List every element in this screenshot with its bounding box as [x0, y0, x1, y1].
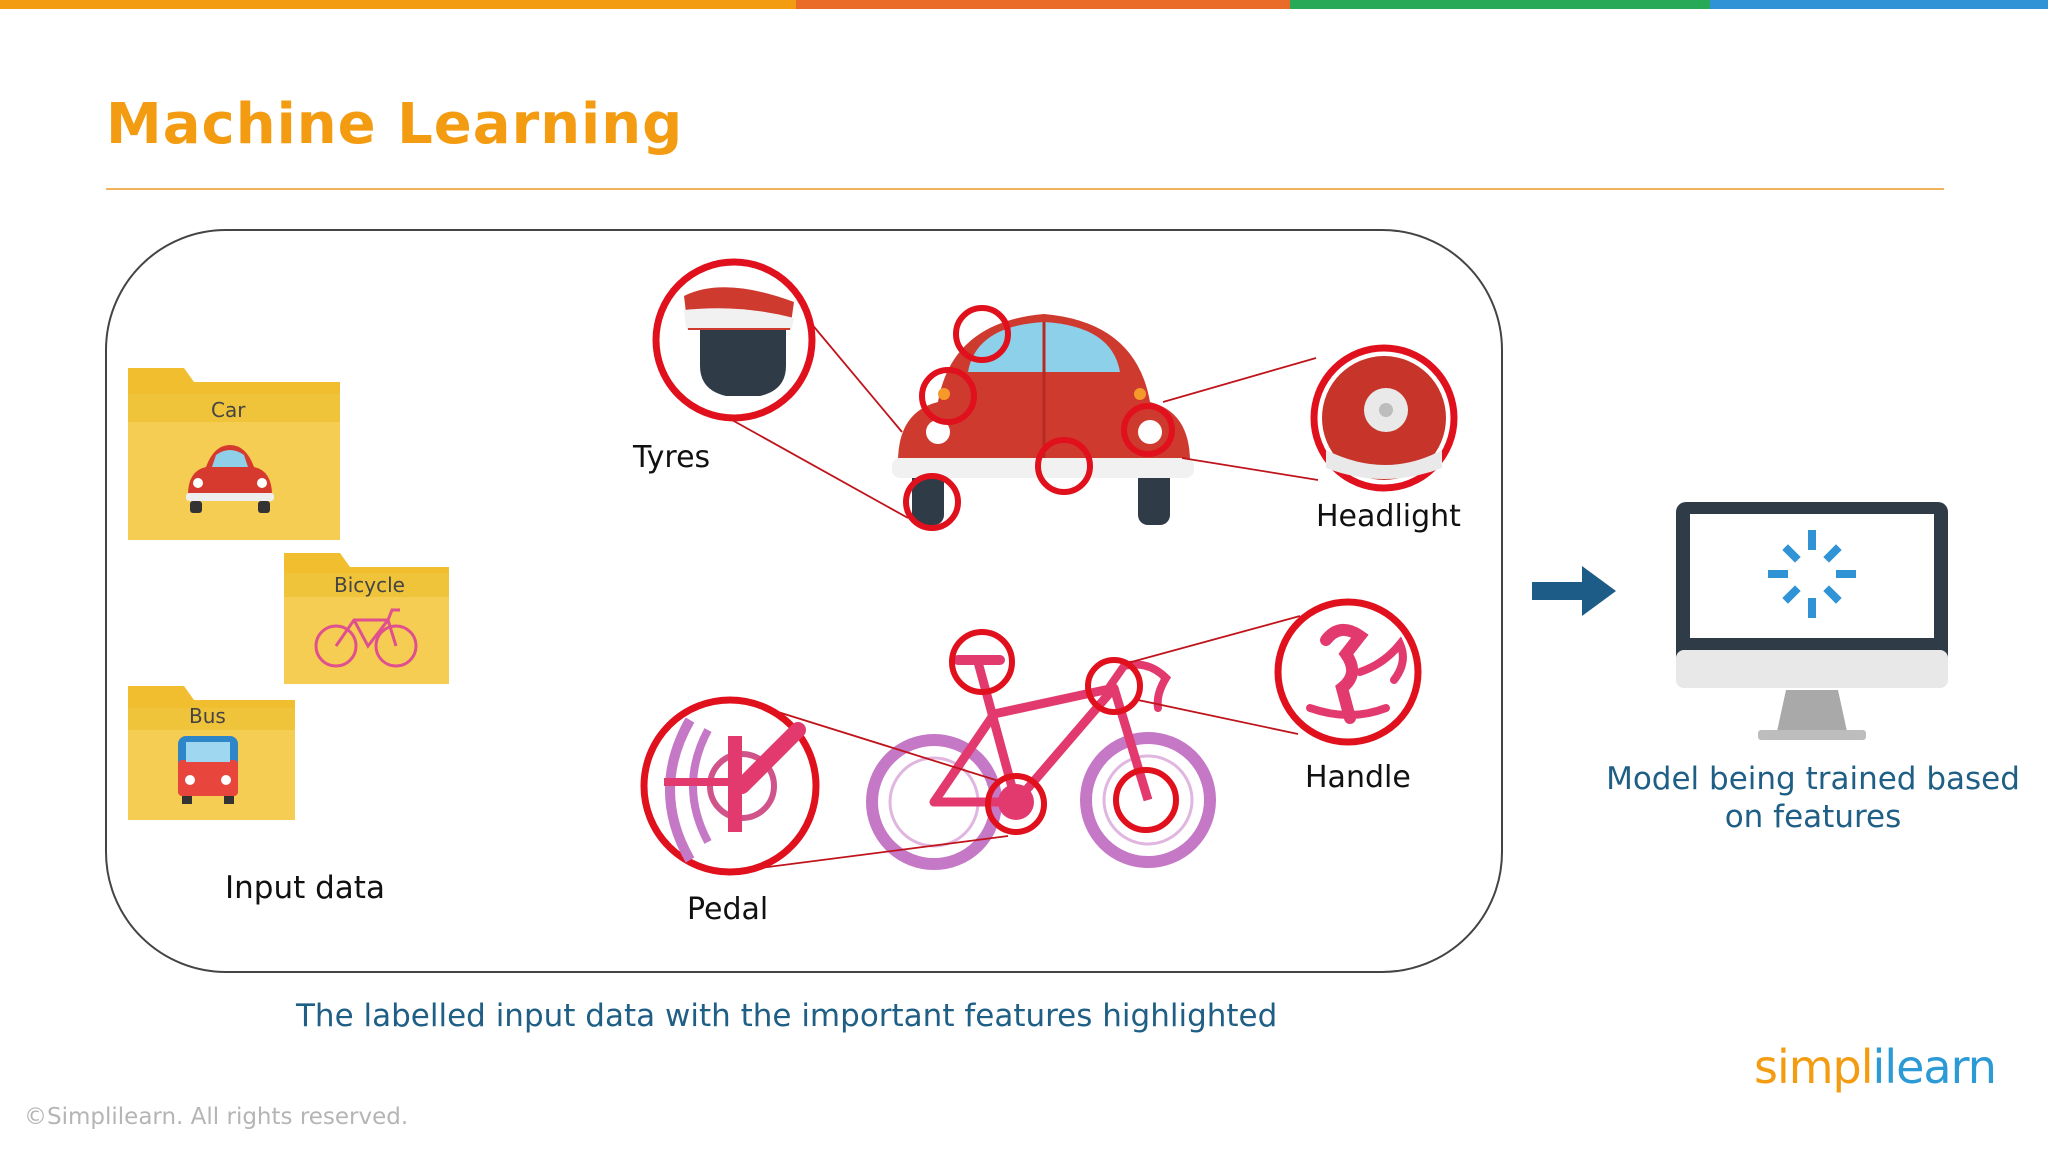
- copyright-notice: ©Simplilearn. All rights reserved.: [24, 1104, 408, 1130]
- handle-zoom: [1278, 602, 1418, 742]
- diagram-caption: The labelled input data with the importa…: [296, 998, 1277, 1034]
- input-data-label: Input data: [225, 870, 385, 906]
- logo-part-2: ilearn: [1873, 1040, 1996, 1094]
- model-training-label: Model being trained based on features: [1586, 760, 2040, 836]
- headlight-zoom: [1314, 348, 1454, 488]
- arrow-right-icon: [1532, 566, 1616, 616]
- pedal-zoom: [644, 700, 816, 872]
- feature-label-handle: Handle: [1305, 760, 1411, 795]
- feature-label-tyres: Tyres: [633, 440, 710, 475]
- folder-label-bus: Bus: [189, 704, 226, 728]
- monitor-loading-icon: [1676, 502, 1948, 740]
- folder-label-bicycle: Bicycle: [334, 573, 405, 597]
- simplilearn-logo: simplilearn: [1754, 1040, 1996, 1094]
- feature-label-pedal: Pedal: [687, 892, 768, 927]
- bicycle-illustration: [872, 660, 1210, 864]
- tyres-zoom: [656, 262, 812, 418]
- bus-icon: [178, 736, 238, 804]
- folder-car: [128, 368, 340, 540]
- feature-label-headlight: Headlight: [1316, 499, 1461, 534]
- logo-part-1: simpl: [1754, 1040, 1873, 1094]
- folder-label-car: Car: [211, 398, 245, 422]
